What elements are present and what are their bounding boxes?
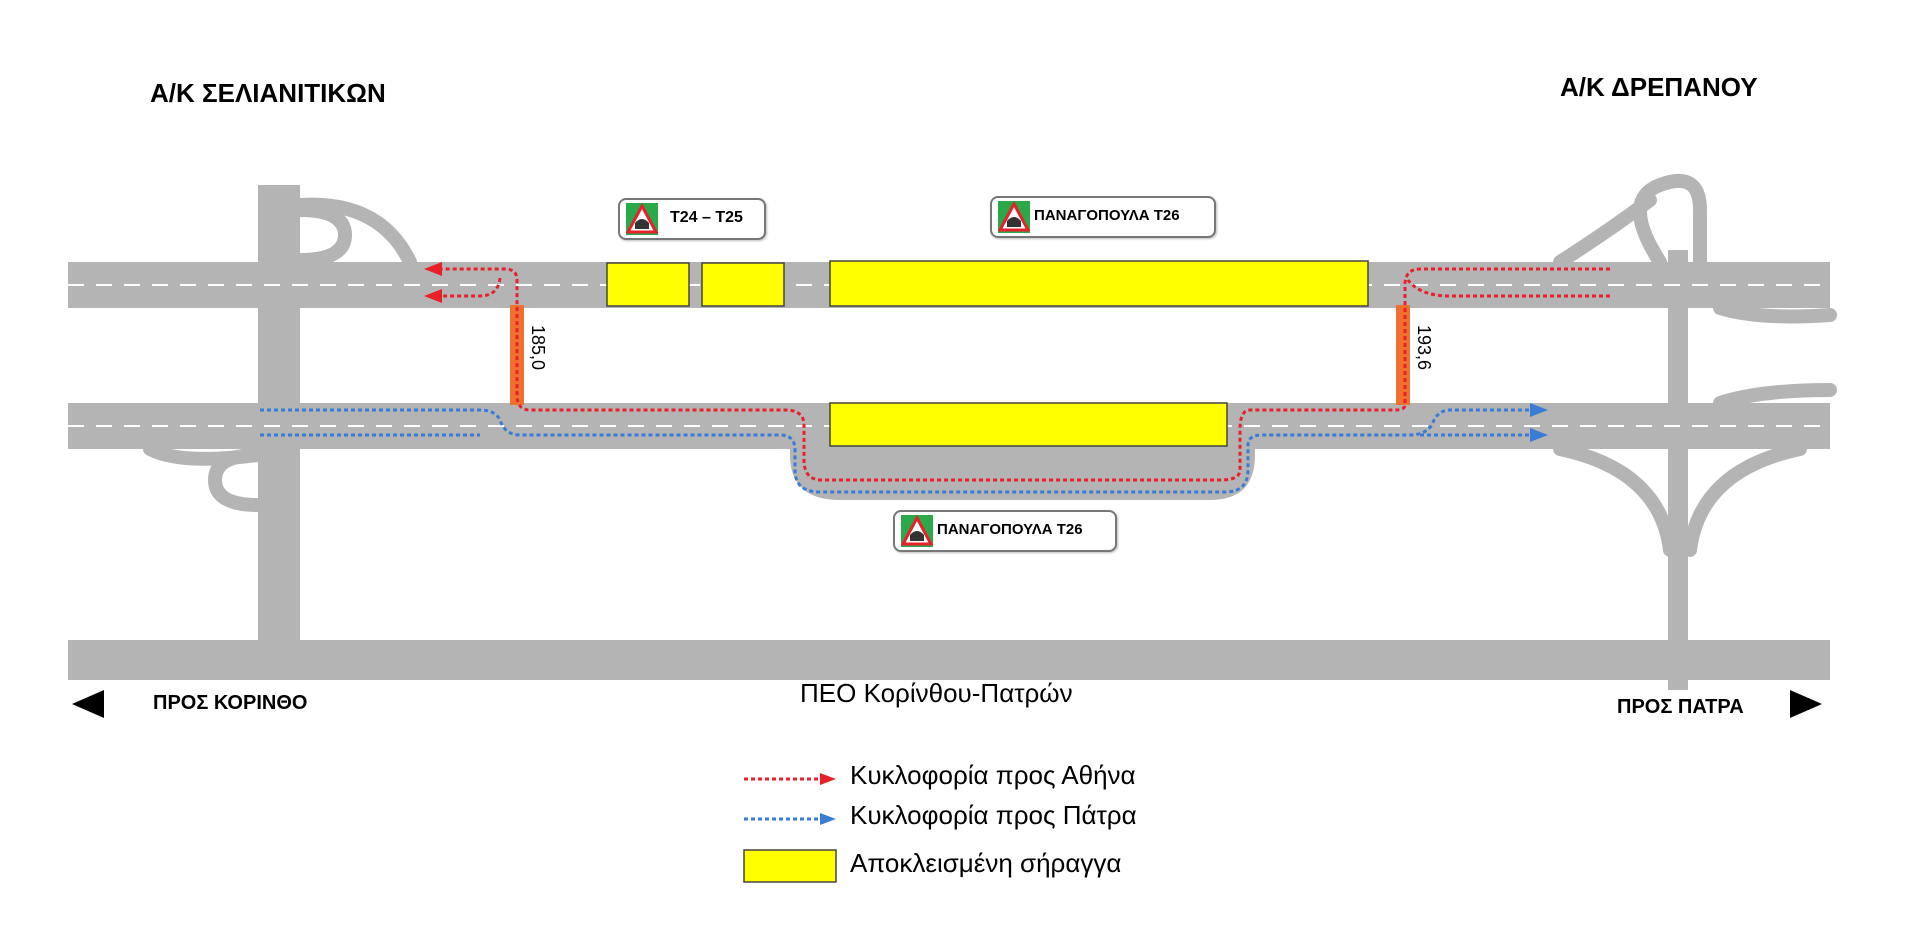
patra-traffic-route [260,408,1530,494]
right-ramps [1553,174,1837,557]
chainage-east: 193,6 [1414,325,1434,371]
tunnel-tag-label: ΠΑΝΑΓΟΠΟΥΛΑ Τ26 [1034,207,1180,224]
road-name-label: ΠΕΟ Κορίνθου-Πατρών [800,678,1073,708]
arrow-right-icon [820,813,836,825]
direction-right-label: ΠΡΟΣ ΠΑΤΡΑ [1617,696,1744,718]
crossovers [510,305,1410,405]
closed-tunnels [606,260,1369,447]
tunnel-tag-t24-t25: Τ24 – Τ25 [618,198,766,240]
athens-arrows [424,262,442,303]
interchange-left-vertical [258,185,300,640]
arrow-right-icon [1530,428,1548,442]
athens-traffic-route [440,267,1610,482]
interchange-right-vertical [1668,250,1688,690]
crossover-east [1396,305,1410,405]
arrow-right-icon [1530,403,1548,417]
patra-arrows [1530,403,1548,442]
tunnel-tag-label: Τ24 – Τ25 [670,209,743,226]
arrow-left-icon [72,690,104,718]
arrow-left-icon [424,289,442,303]
legend-closed-label: Αποκλεισμένη σήραγγα [850,848,1122,878]
legend-athens-label: Κυκλοφορία προς Αθήνα [850,760,1136,790]
tunnel-warning-sign-icon [626,203,658,235]
road-old-national [68,640,1830,680]
tunnel-t25 [701,262,785,307]
tunnel-t24 [606,262,690,307]
legend-graphics [743,773,837,883]
arrow-right-icon [1790,690,1822,718]
tunnel-tag-t26-north: ΠΑΝΑΓΟΠΟΥΛΑ Τ26 [990,196,1216,238]
tunnel-warning-sign-icon [998,201,1030,233]
tunnel-tag-label: ΠΑΝΑΓΟΠΟΥΛΑ Τ26 [937,521,1083,538]
tunnel-t26-north [829,260,1369,307]
direction-left-label: ΠΡΟΣ ΚΟΡΙΝΘΟ [153,692,308,714]
arrow-left-icon [424,262,442,276]
legend-patra-label: Κυκλοφορία προς Πάτρα [850,800,1137,830]
interchange-right-title: Α/Κ ΔΡΕΠΑΝΟΥ [1560,72,1758,102]
tunnel-warning-sign-icon [901,515,933,547]
left-ramps [143,197,417,512]
chainage-west: 185,0 [528,325,548,371]
tunnel-tag-t26-south: ΠΑΝΑΓΟΠΟΥΛΑ Τ26 [893,510,1117,552]
interchange-left-title: Α/Κ ΣΕΛΙΑΝΙΤΙΚΩΝ [150,78,386,108]
arrow-right-icon [820,773,836,785]
tunnel-t26-south [829,402,1228,447]
crossover-west [510,305,524,405]
